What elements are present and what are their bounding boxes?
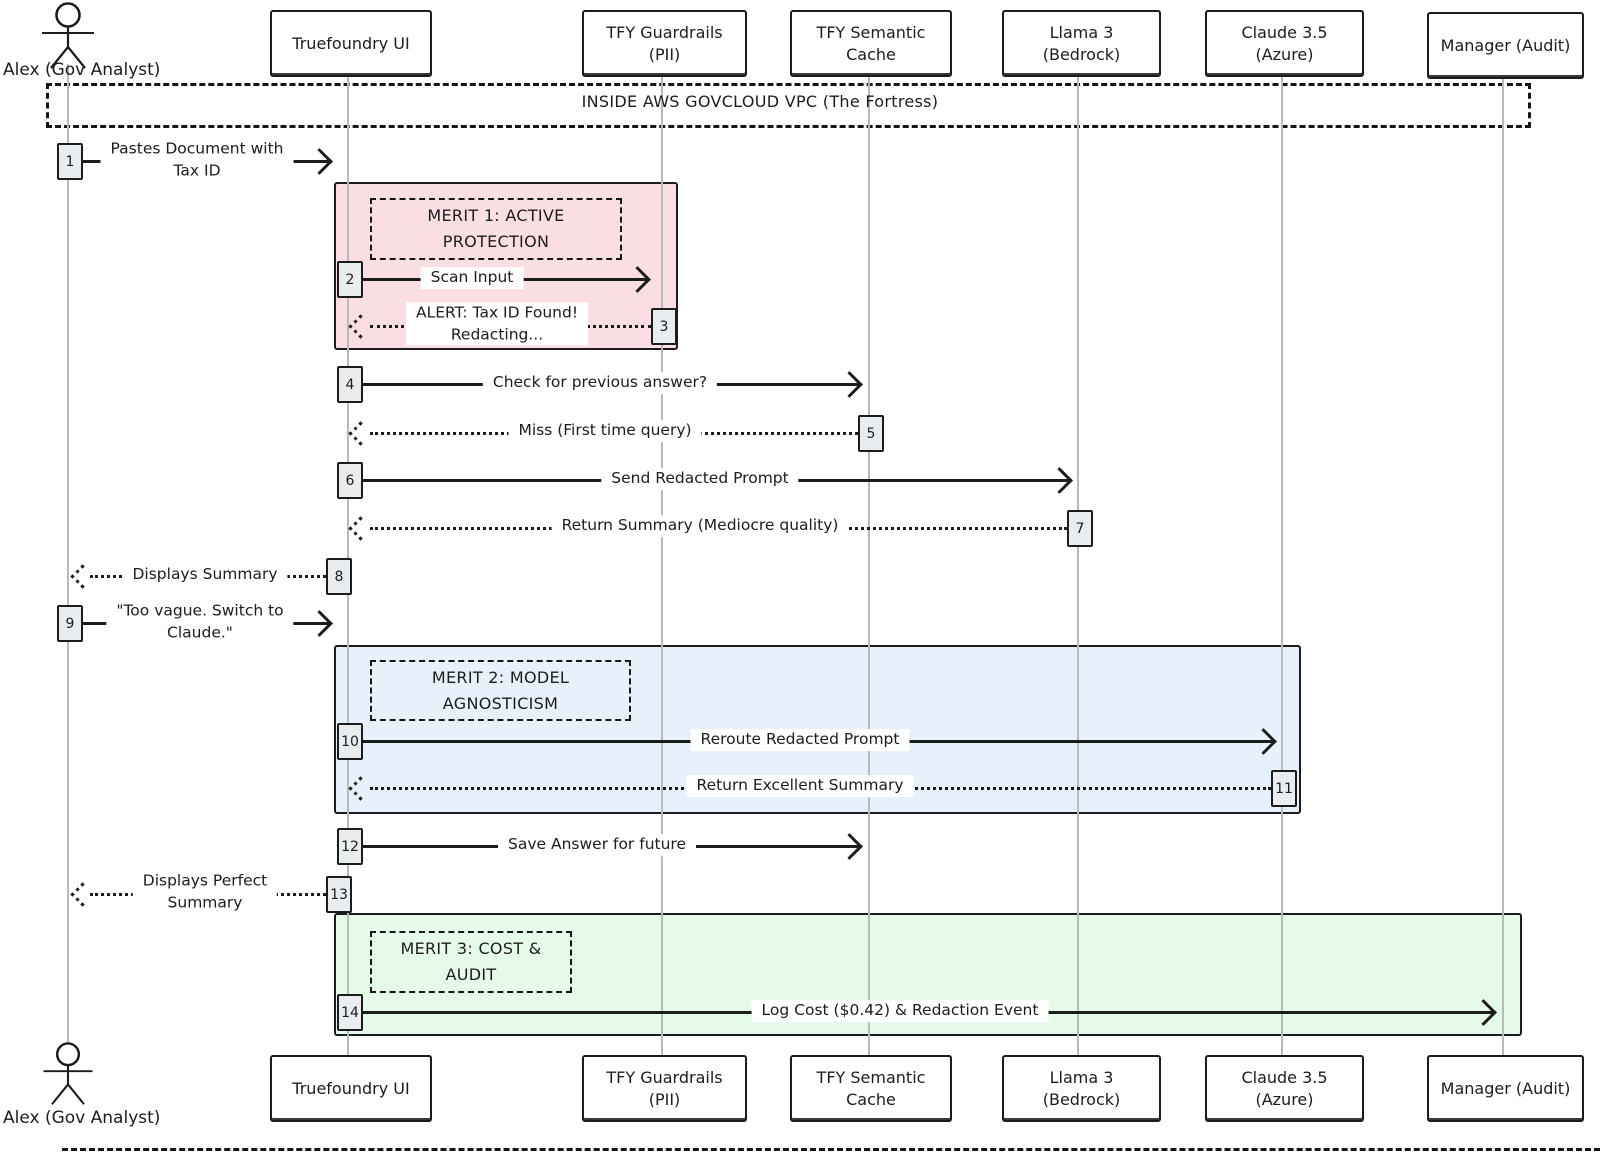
actor-figure-bottom	[28, 1042, 108, 1112]
message-13-label: Displays Perfect Summary	[132, 870, 278, 914]
merit-2-title-box: MERIT 2: MODEL AGNOSTICISM	[370, 660, 631, 721]
actor-figure-top	[28, 2, 108, 76]
message-14-label: Log Cost ($0.42) & Redaction Event	[751, 1000, 1049, 1022]
message-13-badge: 13	[326, 876, 352, 913]
message-12-badge: 12	[337, 828, 363, 865]
message-6-badge: 6	[337, 462, 363, 499]
message-12-arrowhead	[836, 833, 863, 860]
vpc-boundary-box	[46, 83, 1531, 128]
message-9-badge: 9	[57, 605, 83, 642]
merit-3-title-box: MERIT 3: COST & AUDIT	[370, 931, 572, 993]
message-14-badge: 14	[337, 994, 363, 1031]
lifeline-guardrails	[661, 73, 663, 1055]
message-4-label: Check for previous answer?	[482, 372, 718, 394]
actor-label-top: Alex (Gov Analyst)	[3, 60, 161, 80]
message-1-arrowhead	[306, 148, 333, 175]
lifeline-claude	[1281, 73, 1283, 1055]
participant-bottom-manager: Manager (Audit)	[1427, 1055, 1584, 1122]
message-4-badge: 4	[337, 366, 363, 403]
participant-bottom-claude: Claude 3.5 (Azure)	[1205, 1055, 1364, 1122]
participant-bottom-guardrails: TFY Guardrails (PII)	[582, 1055, 747, 1122]
message-7-label: Return Summary (Mediocre quality)	[551, 515, 849, 537]
participant-bottom-cache: TFY Semantic Cache	[790, 1055, 952, 1122]
message-5-arrowhead	[348, 421, 373, 446]
message-9-label: "Too vague. Switch to Claude."	[106, 600, 294, 644]
message-6-arrowhead	[1046, 467, 1073, 494]
message-10-badge: 10	[337, 723, 363, 760]
message-11-label: Return Excellent Summary	[686, 775, 914, 797]
message-9-arrowhead	[306, 610, 333, 637]
message-7-arrowhead	[348, 516, 373, 541]
message-7-badge: 7	[1067, 510, 1093, 547]
lifeline-cache	[868, 73, 870, 1055]
participant-top-claude: Claude 3.5 (Azure)	[1205, 10, 1364, 77]
message-1-badge: 1	[57, 143, 83, 180]
message-2-badge: 2	[337, 261, 363, 298]
lifeline-alex	[67, 64, 69, 1048]
lifeline-llama	[1077, 73, 1079, 1055]
message-1-label: Pastes Document with Tax ID	[100, 138, 294, 182]
message-2-label: Scan Input	[420, 267, 524, 289]
message-4-arrowhead	[836, 371, 863, 398]
participant-top-cache: TFY Semantic Cache	[790, 10, 952, 77]
participant-top-ui: Truefoundry UI	[270, 10, 432, 77]
message-8-label: Displays Summary	[122, 564, 288, 586]
participant-bottom-llama: Llama 3 (Bedrock)	[1002, 1055, 1161, 1122]
vpc-boundary-label: INSIDE AWS GOVCLOUD VPC (The Fortress)	[581, 92, 939, 111]
message-8-badge: 8	[326, 558, 352, 595]
message-3-label: ALERT: Tax ID Found! Redacting...	[405, 302, 589, 346]
actor-label-bottom: Alex (Gov Analyst)	[3, 1108, 161, 1128]
stick-figure-icon	[43, 1042, 93, 1105]
message-5-label: Miss (First time query)	[508, 420, 702, 442]
participant-top-llama: Llama 3 (Bedrock)	[1002, 10, 1161, 77]
participant-bottom-ui: Truefoundry UI	[270, 1055, 432, 1122]
participant-top-manager: Manager (Audit)	[1427, 12, 1584, 79]
bottom-boundary-line	[62, 1148, 1600, 1151]
message-6-label: Send Redacted Prompt	[601, 468, 799, 490]
message-11-badge: 11	[1271, 770, 1297, 807]
participant-top-guardrails: TFY Guardrails (PII)	[582, 10, 747, 77]
message-3-badge: 3	[651, 308, 677, 345]
stick-figure-icon	[42, 2, 94, 69]
message-12-label: Save Answer for future	[498, 834, 696, 856]
message-10-label: Reroute Redacted Prompt	[690, 729, 910, 751]
message-5-badge: 5	[858, 415, 884, 452]
lifeline-manager	[1502, 73, 1504, 1055]
merit-1-title-box: MERIT 1: ACTIVE PROTECTION	[370, 198, 622, 260]
